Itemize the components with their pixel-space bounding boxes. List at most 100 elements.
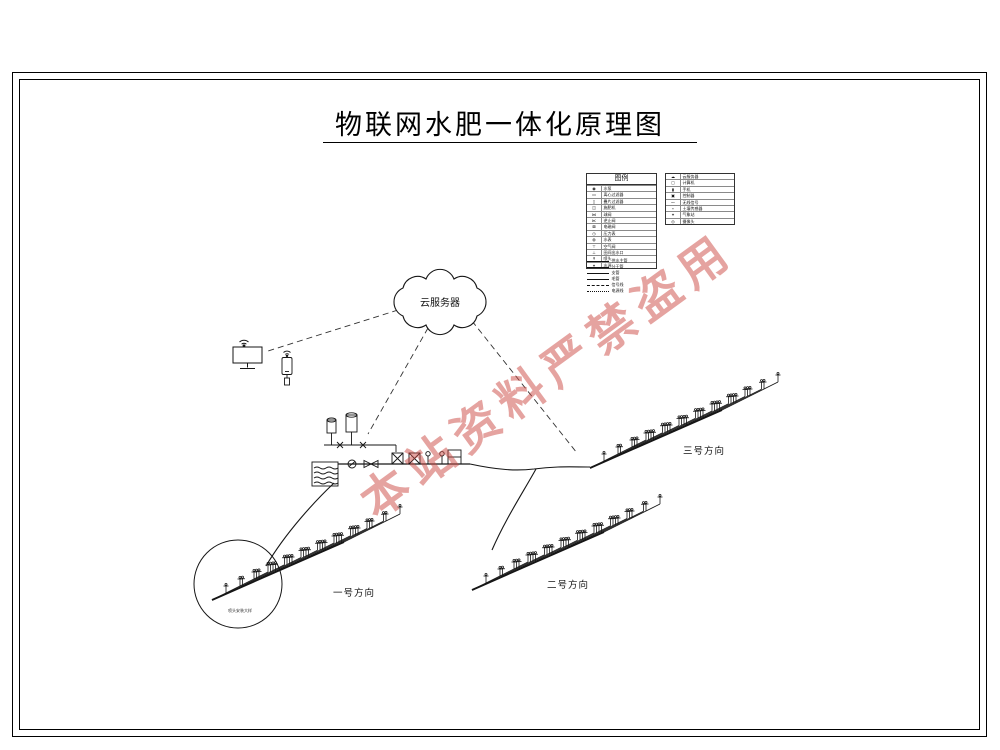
legend-symbol: ▣ xyxy=(666,193,681,199)
wifi-icon xyxy=(241,342,247,345)
pressure-gauge-icon xyxy=(425,451,431,457)
field-one xyxy=(212,504,403,600)
legend-name: 电源线 xyxy=(611,288,624,293)
legend-symbol: ▮ xyxy=(666,186,681,193)
legend-line-row: 支管 xyxy=(587,270,659,276)
filter-icon xyxy=(391,452,404,465)
link-cloud-monitor xyxy=(267,309,399,352)
legend-symbol: 〜 xyxy=(666,199,681,205)
legend-symbol: ▢ xyxy=(666,180,681,186)
sheet-border-inner xyxy=(19,79,980,730)
legend-name: 毛管 xyxy=(611,276,620,281)
legend-symbol: ◷ xyxy=(587,230,602,237)
legend-devices-table: ☁云服务器 ▢计算机 ▮手机 ▣控制器 〜无线信号 ⌁土壤传感器 ⌖气象站 ◎摄… xyxy=(665,173,735,226)
line-sample xyxy=(587,290,609,292)
valve-icon xyxy=(336,441,344,449)
legend-name: 压力表 xyxy=(603,230,616,236)
legend-symbol: ◎ xyxy=(666,218,681,225)
line-sample xyxy=(587,284,609,286)
wifi-icon xyxy=(239,339,249,343)
legend-name: 无线信号 xyxy=(682,199,699,205)
legend-name: 云服务器 xyxy=(682,174,699,179)
monitor-icon xyxy=(232,346,263,364)
field-two xyxy=(472,494,663,590)
water-wave xyxy=(313,481,339,485)
legend-name: 田间出水口 xyxy=(603,249,624,255)
legend-symbol: ◍ xyxy=(587,237,602,243)
legend-name: 施肥机 xyxy=(603,205,616,211)
legend-title: 图例 xyxy=(587,174,656,185)
field-supply-pipes xyxy=(265,463,591,567)
legend-name: 离心过滤器 xyxy=(603,192,624,198)
detail-note: 喷头安装大样 xyxy=(228,607,252,613)
pump-blade xyxy=(348,461,356,467)
legend-symbol: ⌁ xyxy=(666,205,681,212)
legend-row: ▮手机 xyxy=(666,185,734,193)
fertilizer-tank-top xyxy=(345,412,358,418)
water-tank-icon xyxy=(311,461,339,487)
fertilizer-tank-top xyxy=(326,417,337,423)
link-cloud-field xyxy=(471,320,578,454)
line-sample xyxy=(587,260,609,262)
legend-row: ⊥田间出水口 xyxy=(587,248,656,256)
pressure-gauge-icon xyxy=(439,451,445,457)
legend-line-row: 电源线 xyxy=(587,288,659,294)
legend-name: 水泵 xyxy=(603,186,612,191)
legend-symbol: ⊤ xyxy=(587,243,602,249)
legend-name: 控制器 xyxy=(682,193,695,199)
legend-row: ⋉逆止阀 xyxy=(587,216,656,224)
legend-row: ⌖水源 xyxy=(587,261,656,269)
legend-row: ⋈球阀 xyxy=(587,210,656,217)
legend-symbol: ◉ xyxy=(587,186,602,192)
link-cloud-station xyxy=(367,327,429,435)
supply-to-field-one xyxy=(265,482,335,567)
legend-row: ▣控制器 xyxy=(666,192,734,199)
legend-name: 逆止阀 xyxy=(603,217,616,223)
legend-symbol: ☁ xyxy=(666,174,681,180)
legend-row: ⊤空气阀 xyxy=(587,242,656,249)
legend-name: 供水主管 xyxy=(611,258,628,263)
legend-symbol: ▯ xyxy=(587,198,602,205)
legend-row: 〜无线信号 xyxy=(666,198,734,205)
water-wave xyxy=(313,466,339,470)
line-sample xyxy=(587,272,609,274)
legend-line-row: 供水主管 xyxy=(587,258,659,264)
line-sample xyxy=(587,266,609,268)
phone-icon xyxy=(281,357,293,375)
filter-icon xyxy=(408,452,421,465)
cloud-server: 云服务器 xyxy=(393,268,487,336)
water-wave xyxy=(313,476,339,480)
detail-callout-circle xyxy=(193,539,283,629)
valve-icon xyxy=(363,459,379,469)
legend-line-row: 毛管 xyxy=(587,276,659,282)
legend-name: 信号线 xyxy=(611,282,624,287)
legend-row: ▢计算机 xyxy=(666,179,734,186)
legend-row: ↟喷头 xyxy=(587,255,656,262)
legend-name: 支管 xyxy=(611,270,620,275)
legend-symbol: ↟ xyxy=(587,256,602,262)
field-three-label: 三号方向 xyxy=(683,445,725,457)
legend-linetypes: 供水主管 分干管 支管 毛管 信号线 电源线 xyxy=(587,258,659,294)
legend-symbol: ◫ xyxy=(587,205,602,211)
legend-row: ▭离心过滤器 xyxy=(587,191,656,198)
pump-icon xyxy=(347,459,357,469)
wifi-dot-icon xyxy=(242,344,246,348)
legend-row: ⌁土壤传感器 xyxy=(666,204,734,212)
page-title: 物联网水肥一体化原理图 xyxy=(335,110,665,140)
legend-row: ◫施肥机 xyxy=(587,204,656,211)
title-underline xyxy=(323,142,697,143)
legend-symbol: ⌖ xyxy=(587,262,602,269)
legend-symbol: ⋉ xyxy=(587,217,602,224)
legend-symbol: ⌖ xyxy=(666,212,681,218)
wifi-dot-icon xyxy=(285,354,289,358)
legend-line-row: 分干管 xyxy=(587,264,659,270)
phone-station xyxy=(281,350,293,386)
wireless-links xyxy=(267,309,578,454)
legend-name: 球阀 xyxy=(603,211,612,217)
legend-equipment-table: 图例 ◉水泵 ▭离心过滤器 ▯叠片过滤器 ◫施肥机 ⋈球阀 ⋉逆止阀 ⊠电磁阀 … xyxy=(586,173,657,270)
legend-name: 气象站 xyxy=(682,212,695,218)
line-sample xyxy=(587,278,609,280)
wifi-icon xyxy=(284,353,290,355)
head-station xyxy=(311,412,470,487)
